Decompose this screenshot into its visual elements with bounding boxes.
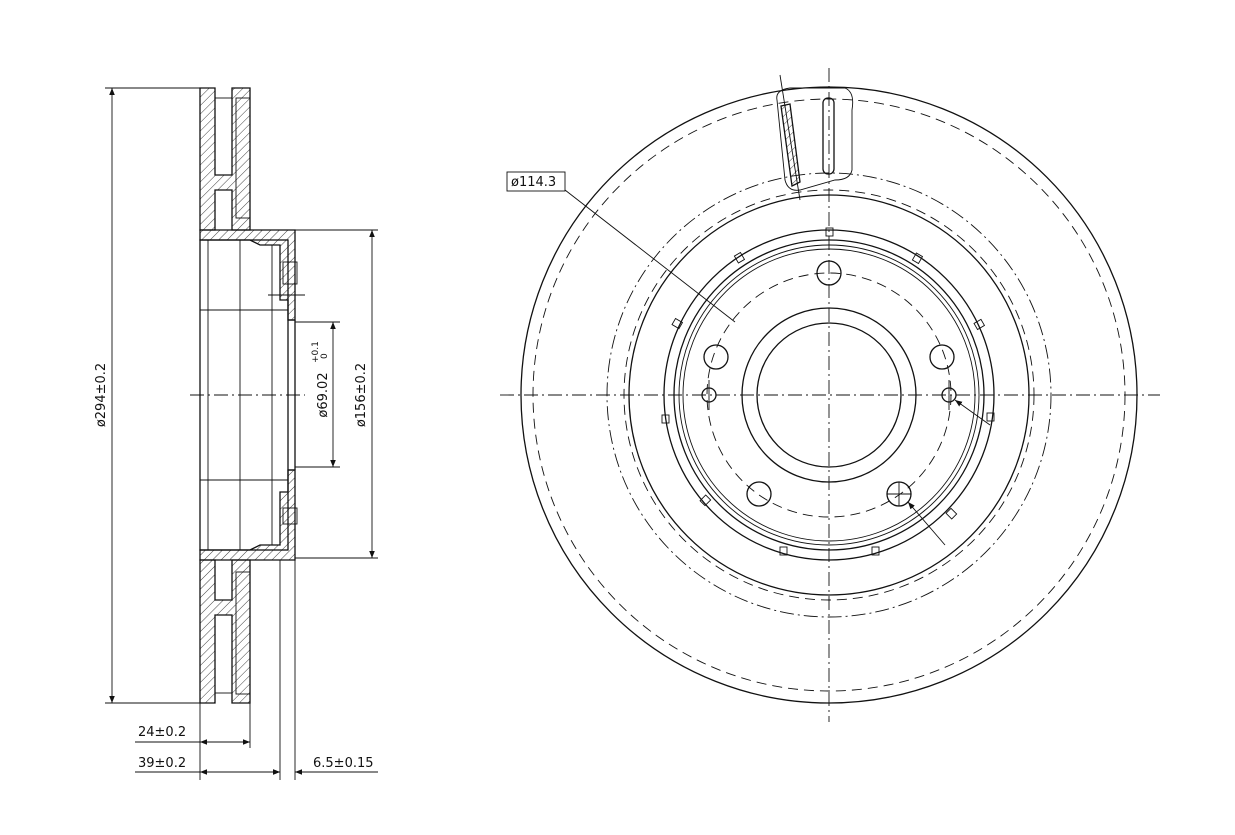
dim-center-bore: ø69.02 +0.1 0 [311, 341, 331, 417]
section-hat-lower [199, 469, 296, 561]
front-view: ø114.3 [500, 68, 1160, 722]
section-ring-lower [199, 559, 251, 704]
disc-outer-edge [520, 86, 1138, 704]
section-hat-upper [199, 229, 296, 321]
dim-hat-diameter: ø156±0.2 [354, 363, 369, 427]
hub-face [741, 307, 917, 483]
dim-thickness: 24±0.2 [138, 725, 186, 740]
dim-hat-thickness: 6.5±0.15 [313, 756, 374, 771]
friction-inner-edge [628, 194, 1030, 596]
hat-outer-edge [673, 239, 985, 551]
dim-center-bore-tol-upper: +0.1 [311, 341, 321, 363]
vent-detail [776, 74, 854, 201]
pcd-label-box [506, 171, 566, 192]
dim-total-height: 39±0.2 [138, 756, 186, 771]
center-bore [756, 322, 902, 468]
section-view: ø294±0.2 ø156±0.2 ø69.02 +0.1 0 24±0.2 3… [94, 87, 378, 780]
screw-holes [701, 380, 957, 410]
pcd-leader [564, 189, 736, 323]
dim-center-bore-tol-lower: 0 [320, 353, 330, 359]
dim-pcd: ø114.3 [511, 175, 556, 190]
dim-outer-diameter: ø294±0.2 [94, 363, 109, 427]
stud-holes [703, 260, 955, 507]
dim-center-bore-value: ø69.02 [316, 372, 331, 417]
hat-tabs [661, 227, 995, 556]
section-ring-upper [199, 87, 251, 231]
